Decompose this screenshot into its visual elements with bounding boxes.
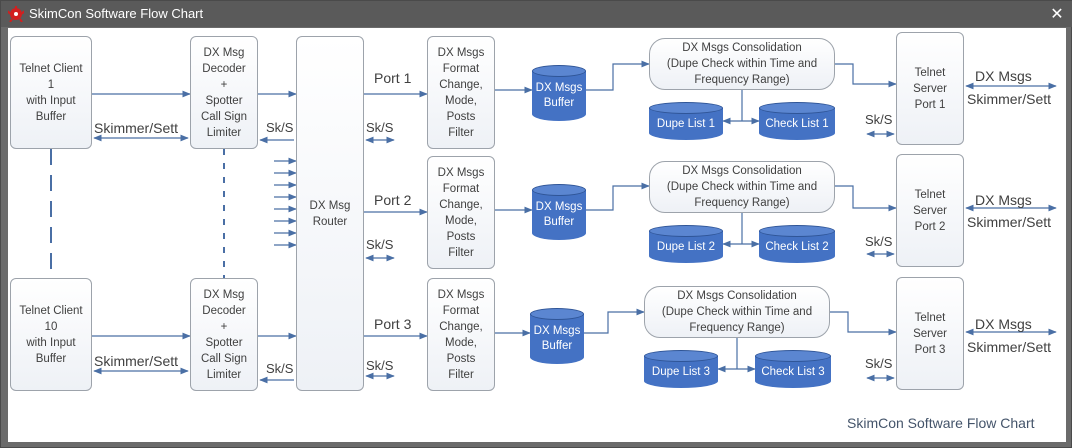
check-list-1-label: Check List 1 — [765, 117, 829, 130]
check-list-3-cylinder: Check List 3 — [755, 350, 831, 388]
client-1-link-label: Skimmer/Sett — [94, 120, 179, 136]
decoder-1-sks-label: Sk/S — [266, 120, 294, 135]
router-port-1-sks-label: Sk/S — [366, 120, 394, 135]
flow-chart-canvas: Telnet Client 1 with Input Buffer Telnet… — [8, 28, 1066, 442]
connector-28 — [586, 182, 650, 211]
port-1-label: Port 1 — [374, 70, 412, 86]
decoder-10-label: DX Msg Decoder + Spotter Call Sign Limit… — [200, 288, 248, 381]
router-label: DX Msg Router — [309, 199, 351, 228]
router-box: DX Msg Router — [296, 36, 364, 391]
check-list-2-cylinder: Check List 2 — [759, 225, 835, 263]
filter-1-label: DX Msgs Format Change, Mode, Posts Filte… — [437, 46, 485, 139]
telnet-server-2-box: Telnet Server Port 2 — [896, 154, 964, 267]
consolidation-1-box: DX Msgs Consolidation (Dupe Check within… — [649, 38, 835, 90]
connector-lines — [50, 60, 1057, 384]
buffer-2-label: DX Msgs Buffer — [535, 201, 583, 228]
connector-39 — [835, 63, 897, 88]
check-list-3-label: Check List 3 — [761, 365, 825, 378]
buffer-3-cylinder: DX Msgs Buffer — [530, 308, 584, 364]
server-2-sks-label: Sk/S — [865, 234, 893, 249]
dupe-list-1-cylinder: Dupe List 1 — [649, 102, 723, 140]
consolidation-2-label: DX Msgs Consolidation (Dupe Check within… — [666, 165, 818, 209]
buffer-1-cylinder: DX Msgs Buffer — [532, 65, 586, 121]
port-2-label: Port 2 — [374, 192, 412, 208]
output-1-skimmer-label: Skimmer/Sett — [967, 91, 1052, 107]
dupe-list-1-label: Dupe List 1 — [656, 117, 716, 130]
connector-41 — [830, 311, 897, 336]
output-2-skimmer-label: Skimmer/Sett — [967, 214, 1052, 230]
connector-29 — [584, 308, 645, 334]
window-title: SkimCon Software Flow Chart — [29, 6, 204, 21]
close-button[interactable]: ✕ — [1045, 3, 1069, 25]
telnet-client-10-box: Telnet Client 10 with Input Buffer — [10, 278, 92, 391]
client-10-link-label: Skimmer/Sett — [94, 353, 179, 369]
title-bar: SkimCon Software Flow Chart ✕ — [1, 1, 1072, 27]
filter-2-label: DX Msgs Format Change, Mode, Posts Filte… — [437, 166, 485, 259]
server-3-sks-label: Sk/S — [865, 356, 893, 371]
filter-2-box: DX Msgs Format Change, Mode, Posts Filte… — [427, 156, 495, 269]
app-logo-icon — [8, 6, 24, 22]
filter-1-box: DX Msgs Format Change, Mode, Posts Filte… — [427, 36, 495, 149]
check-list-2-label: Check List 2 — [765, 240, 829, 253]
dupe-list-3-label: Dupe List 3 — [651, 365, 711, 378]
output-1-msgs-label: DX Msgs — [975, 68, 1032, 84]
telnet-client-1-box: Telnet Client 1 with Input Buffer — [10, 36, 92, 149]
consolidation-3-label: DX Msgs Consolidation (Dupe Check within… — [661, 290, 813, 334]
telnet-client-1-label: Telnet Client 1 with Input Buffer — [19, 62, 83, 123]
decoder-10-box: DX Msg Decoder + Spotter Call Sign Limit… — [190, 278, 258, 391]
output-3-msgs-label: DX Msgs — [975, 316, 1032, 332]
telnet-server-3-label: Telnet Server Port 3 — [913, 311, 947, 356]
router-port-3-sks-label: Sk/S — [366, 358, 394, 373]
check-list-1-cylinder: Check List 1 — [759, 102, 835, 140]
dupe-list-3-cylinder: Dupe List 3 — [644, 350, 718, 388]
consolidation-3-box: DX Msgs Consolidation (Dupe Check within… — [644, 286, 830, 338]
port-3-label: Port 3 — [374, 316, 412, 332]
output-2-msgs-label: DX Msgs — [975, 192, 1032, 208]
connector-40 — [835, 185, 897, 212]
chart-caption: SkimCon Software Flow Chart — [847, 415, 1035, 431]
output-3-skimmer-label: Skimmer/Sett — [967, 339, 1052, 355]
decoder-10-sks-label: Sk/S — [266, 361, 294, 376]
buffer-2-cylinder: DX Msgs Buffer — [532, 184, 586, 240]
telnet-server-2-label: Telnet Server Port 2 — [913, 188, 947, 233]
router-port-2-sks-label: Sk/S — [366, 237, 394, 252]
dupe-list-2-cylinder: Dupe List 2 — [649, 225, 723, 263]
telnet-server-1-box: Telnet Server Port 1 — [896, 32, 964, 145]
telnet-server-3-box: Telnet Server Port 3 — [896, 277, 964, 390]
server-1-sks-label: Sk/S — [865, 112, 893, 127]
close-icon: ✕ — [1050, 4, 1064, 23]
buffer-1-label: DX Msgs Buffer — [535, 82, 583, 109]
buffer-3-label: DX Msgs Buffer — [533, 325, 581, 352]
consolidation-2-box: DX Msgs Consolidation (Dupe Check within… — [649, 161, 835, 213]
connector-27 — [586, 60, 650, 91]
consolidation-1-label: DX Msgs Consolidation (Dupe Check within… — [666, 42, 818, 86]
dupe-list-2-label: Dupe List 2 — [656, 240, 716, 253]
filter-3-box: DX Msgs Format Change, Mode, Posts Filte… — [427, 278, 495, 391]
decoder-1-label: DX Msg Decoder + Spotter Call Sign Limit… — [200, 46, 248, 139]
decoder-1-box: DX Msg Decoder + Spotter Call Sign Limit… — [190, 36, 258, 149]
telnet-client-10-label: Telnet Client 10 with Input Buffer — [19, 304, 83, 365]
filter-3-label: DX Msgs Format Change, Mode, Posts Filte… — [437, 288, 485, 381]
telnet-server-1-label: Telnet Server Port 1 — [913, 66, 947, 111]
